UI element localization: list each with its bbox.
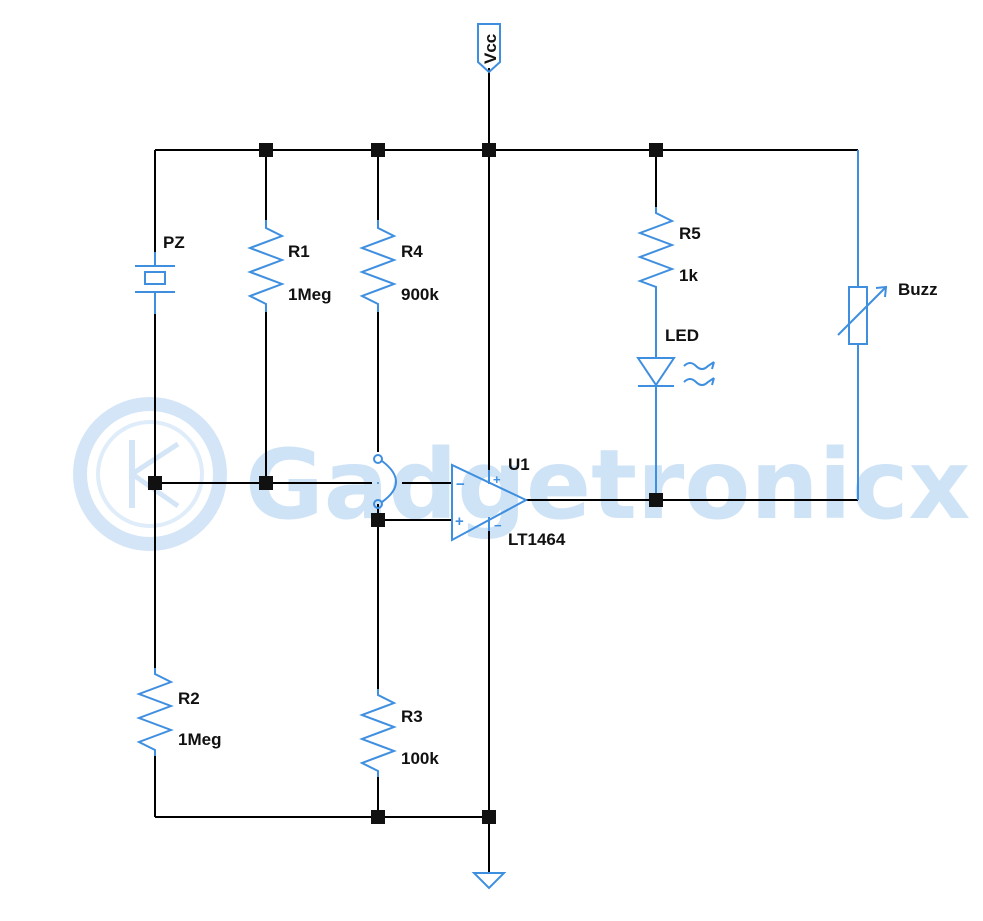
pz-label: PZ: [163, 233, 185, 252]
junction-node: [482, 143, 496, 157]
opamp-plus-input-sign: +: [455, 513, 464, 530]
r4-value: 900k: [401, 285, 439, 304]
junction-node: [371, 143, 385, 157]
junction-node: [482, 810, 496, 824]
junction-node: [649, 493, 663, 507]
vcc-label: Vcc: [481, 34, 500, 64]
junction-node: [148, 476, 162, 490]
junction-nodes: [148, 143, 663, 824]
resistor-r1: [247, 220, 285, 312]
r2-ref: R2: [178, 689, 200, 708]
r2-value: 1Meg: [178, 730, 221, 749]
r5-ref: R5: [679, 224, 701, 243]
opamp-minus-input-sign: −: [456, 476, 465, 493]
buzzer-icon: [837, 285, 888, 345]
ground-symbol-icon: [471, 872, 507, 890]
component-leads: [655, 150, 859, 500]
watermark-text: Gadgetronicx: [245, 429, 970, 541]
opamp-u1: [451, 463, 529, 542]
buzz-label: Buzz: [898, 280, 938, 299]
led-diode-icon: [636, 357, 715, 387]
u1-ref: U1: [508, 455, 530, 474]
opamp-plus-supply-sign: +: [493, 472, 501, 487]
r4-ref: R4: [401, 242, 423, 261]
wire-crossover: [373, 454, 397, 509]
junction-node: [259, 476, 273, 490]
opamp-minus-supply-sign: −: [494, 518, 502, 533]
resistor-r3: [359, 689, 397, 777]
piezo-sensor: [135, 252, 175, 314]
junction-node: [371, 513, 385, 527]
r1-ref: R1: [288, 242, 310, 261]
led-label: LED: [665, 326, 699, 345]
resistor-r2: [136, 668, 174, 756]
r3-ref: R3: [401, 707, 423, 726]
watermark-logo-icon: [73, 397, 227, 551]
r1-value: 1Meg: [288, 285, 331, 304]
r3-value: 100k: [401, 749, 439, 768]
r5-value: 1k: [679, 266, 698, 285]
junction-node: [259, 143, 273, 157]
junction-node: [371, 810, 385, 824]
junction-node: [649, 143, 663, 157]
u1-part: LT1464: [508, 530, 566, 549]
vcc-flag: Vcc: [477, 23, 501, 74]
resistor-r4: [359, 220, 397, 312]
resistor-r5: [637, 207, 675, 290]
